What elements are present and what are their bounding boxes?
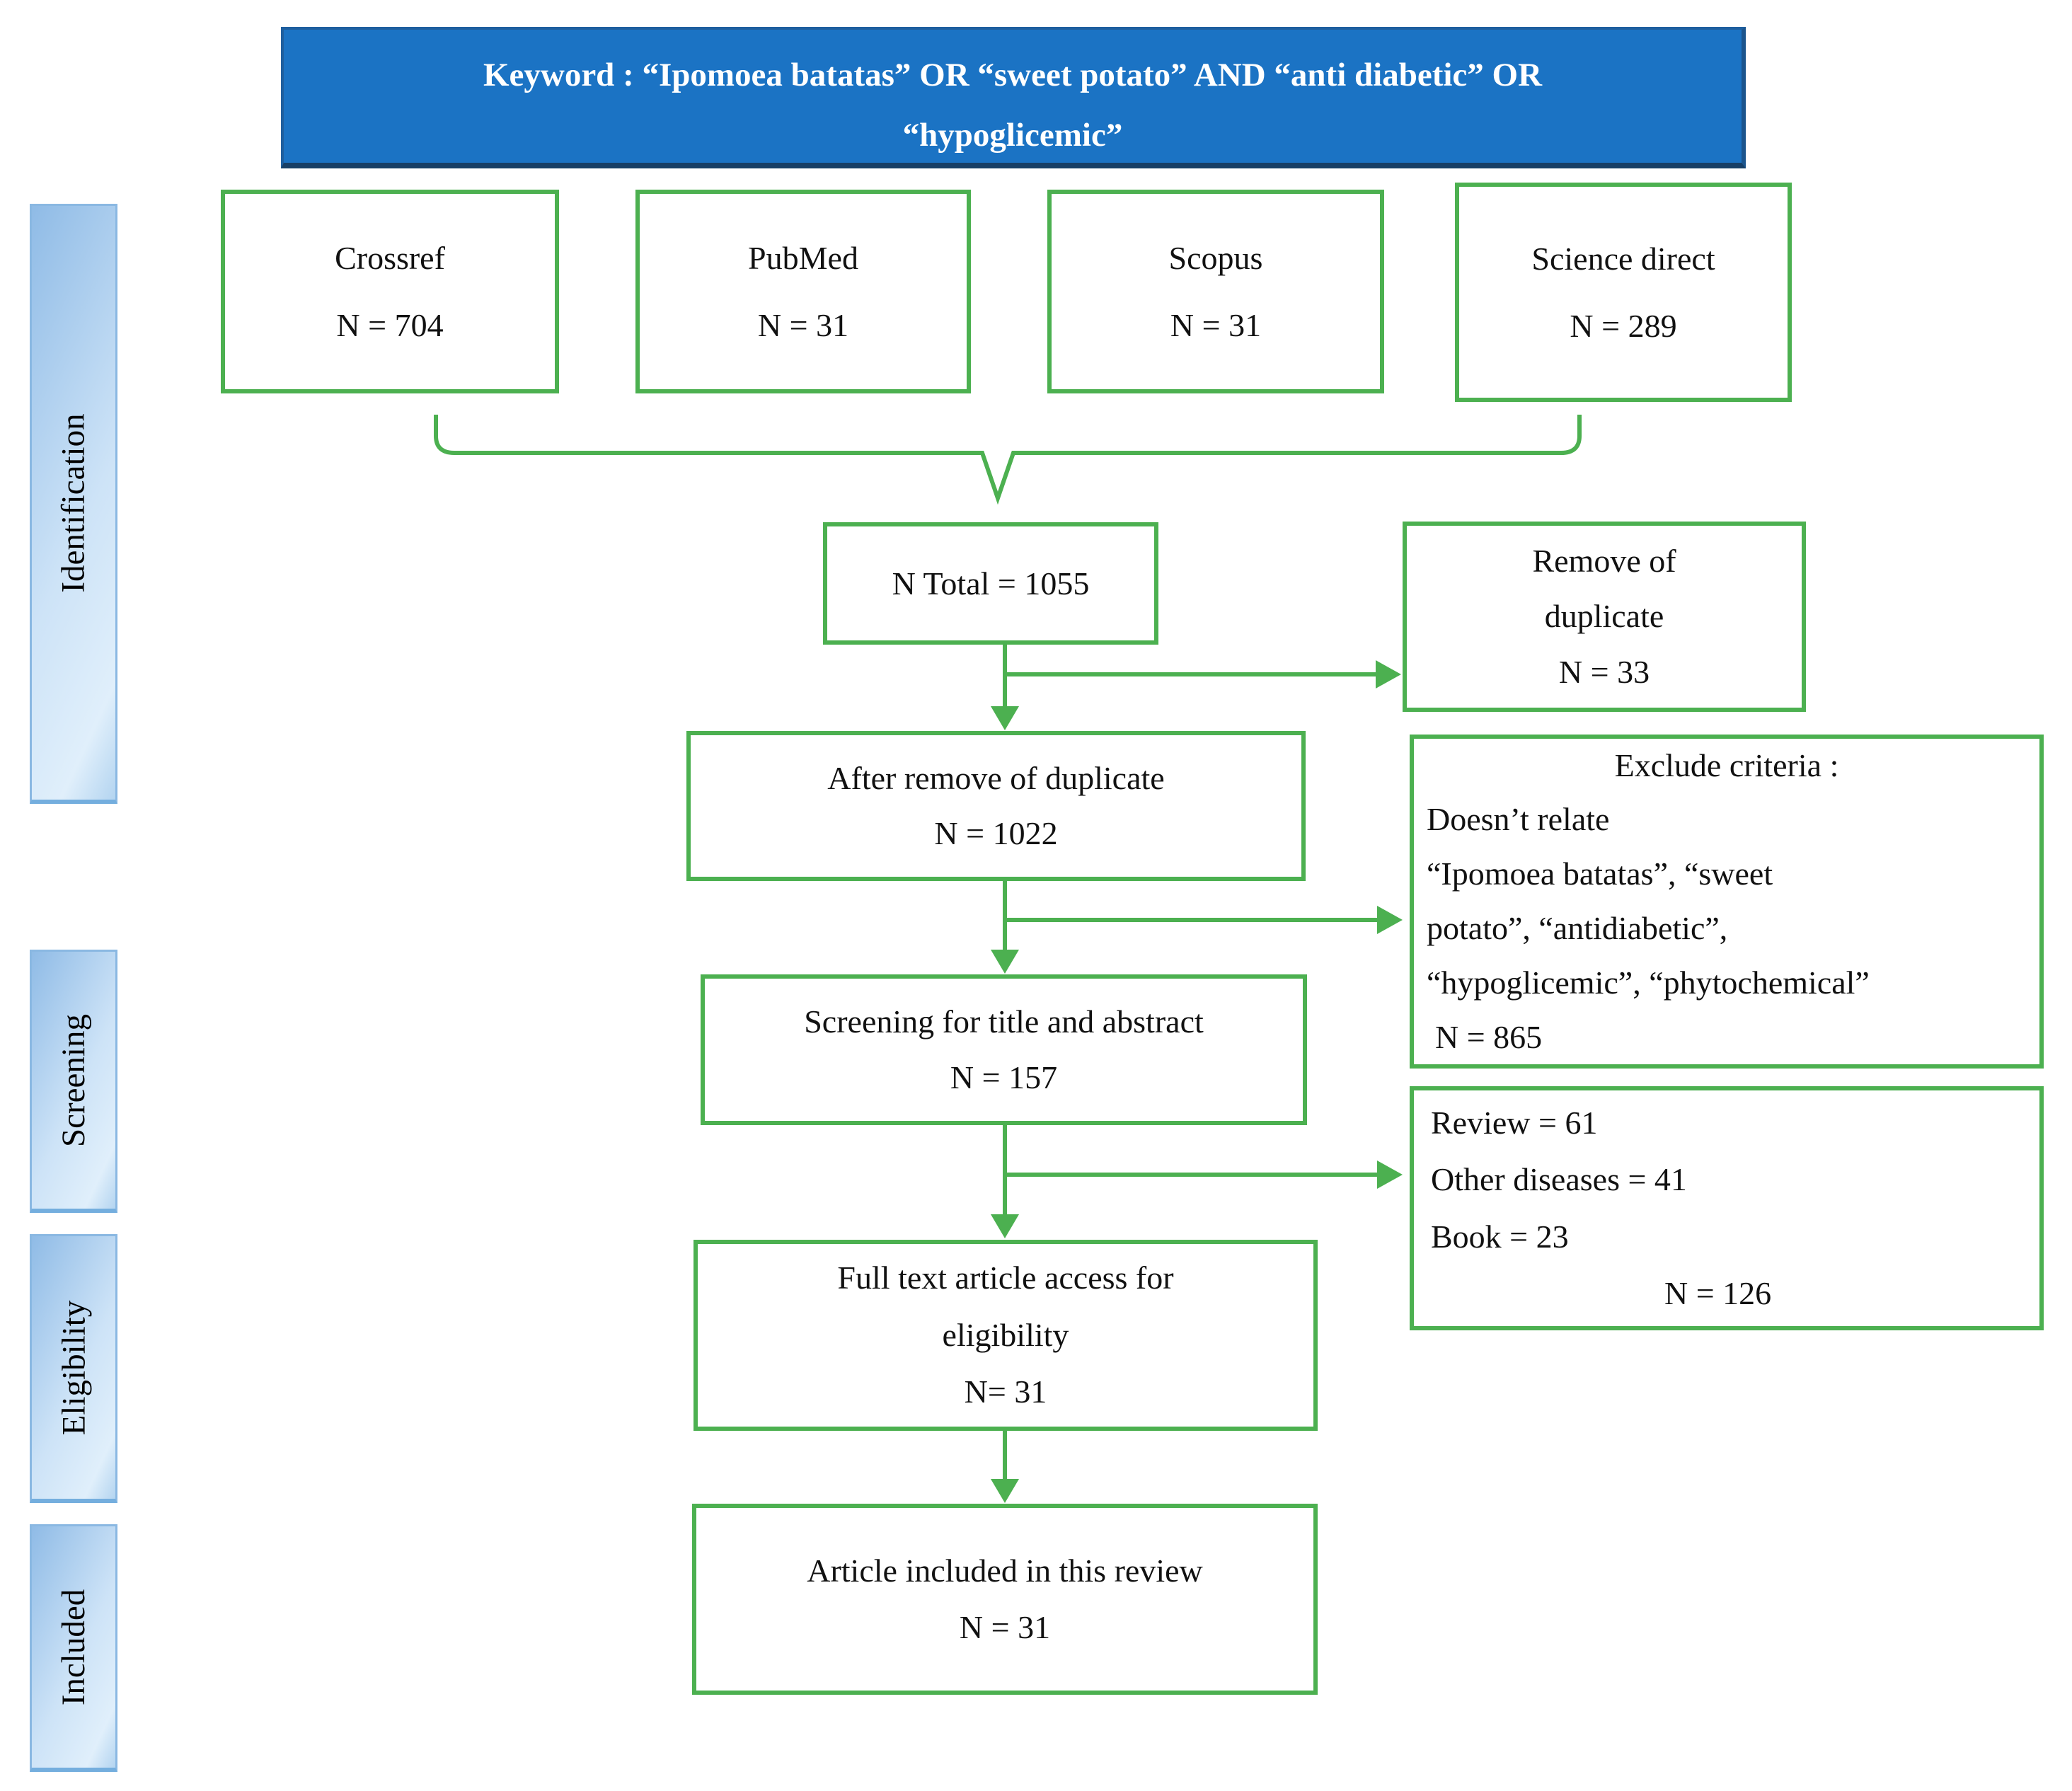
source-box-pubmed: PubMed N = 31 bbox=[635, 190, 971, 393]
remove-duplicate-line-1: Remove of bbox=[1532, 543, 1676, 580]
arrowhead-down-4 bbox=[991, 1479, 1019, 1503]
fulltext-line-1: Full text article access for bbox=[837, 1260, 1174, 1296]
arrowhead-down-1 bbox=[991, 706, 1019, 730]
exclude-criteria-box: Exclude criteria : Doesn’t relate “Ipomo… bbox=[1410, 735, 2044, 1069]
fulltext-line-2: eligibility bbox=[942, 1316, 1069, 1353]
exclude-criteria-title: Exclude criteria : bbox=[1614, 747, 1839, 783]
reasons-box: Review = 61 Other diseases = 41 Book = 2… bbox=[1410, 1086, 2044, 1330]
remove-duplicate-box: Remove of duplicate N = 33 bbox=[1403, 522, 1806, 712]
total-count: N Total = 1055 bbox=[892, 565, 1090, 601]
keyword-line-1: Keyword : “Ipomoea batatas” OR “sweet po… bbox=[483, 57, 1543, 93]
stage-screening-label: Screening bbox=[55, 1013, 92, 1147]
remove-duplicate-line-2: duplicate bbox=[1544, 598, 1664, 635]
after-duplicate-line-1: After remove of duplicate bbox=[827, 759, 1165, 796]
source-crossref-name: Crossref bbox=[335, 239, 445, 276]
stage-eligibility: Eligibility bbox=[30, 1234, 117, 1503]
source-scopus-name: Scopus bbox=[1168, 239, 1263, 276]
after-duplicate-count: N = 1022 bbox=[934, 815, 1058, 851]
source-box-scopus: Scopus N = 31 bbox=[1047, 190, 1384, 393]
source-crossref-count: N = 704 bbox=[336, 307, 444, 343]
arrowhead-down-2 bbox=[991, 950, 1019, 974]
arrowhead-right-3 bbox=[1377, 1161, 1403, 1189]
exclude-criteria-line-4: “hypoglicemic”, “phytochemical” bbox=[1427, 964, 1870, 1001]
source-sciencedirect-name: Science direct bbox=[1531, 240, 1715, 277]
reason-book: Book = 23 bbox=[1431, 1218, 1569, 1255]
included-box: Article included in this review N = 31 bbox=[692, 1504, 1318, 1695]
arrowhead-right-1 bbox=[1376, 660, 1401, 689]
screening-count: N = 157 bbox=[950, 1059, 1058, 1095]
stage-identification-label: Identification bbox=[55, 413, 92, 593]
reason-other-diseases: Other diseases = 41 bbox=[1431, 1161, 1687, 1197]
arrowhead-down-3 bbox=[991, 1214, 1019, 1238]
screening-line-1: Screening for title and abstract bbox=[804, 1003, 1204, 1040]
fulltext-count: N= 31 bbox=[964, 1374, 1047, 1410]
exclude-criteria-line-3: potato”, “antidiabetic”, bbox=[1427, 910, 1728, 946]
keyword-banner: Keyword : “Ipomoea batatas” OR “sweet po… bbox=[281, 27, 1746, 168]
stage-identification: Identification bbox=[30, 204, 117, 804]
arrowhead-right-2 bbox=[1377, 906, 1403, 934]
reason-review: Review = 61 bbox=[1431, 1104, 1598, 1141]
keyword-line-2: “hypoglicemic” bbox=[902, 116, 1123, 154]
total-box: N Total = 1055 bbox=[823, 522, 1158, 645]
included-line-1: Article included in this review bbox=[807, 1552, 1203, 1589]
stage-screening: Screening bbox=[30, 950, 117, 1213]
source-pubmed-count: N = 31 bbox=[757, 307, 849, 343]
source-box-sciencedirect: Science direct N = 289 bbox=[1455, 183, 1792, 402]
fulltext-box: Full text article access for eligibility… bbox=[693, 1240, 1318, 1431]
source-pubmed-name: PubMed bbox=[748, 239, 858, 276]
remove-duplicate-count: N = 33 bbox=[1558, 653, 1650, 690]
stage-included: Included bbox=[30, 1524, 117, 1772]
screening-box: Screening for title and abstract N = 157 bbox=[701, 974, 1307, 1125]
source-scopus-count: N = 31 bbox=[1170, 307, 1262, 343]
exclude-criteria-count: N = 865 bbox=[1435, 1018, 1543, 1055]
reasons-count: N = 126 bbox=[1664, 1275, 1772, 1311]
after-duplicate-box: After remove of duplicate N = 1022 bbox=[686, 731, 1306, 881]
included-count: N = 31 bbox=[959, 1609, 1051, 1645]
exclude-criteria-line-2: “Ipomoea batatas”, “sweet bbox=[1427, 856, 1773, 892]
stage-eligibility-label: Eligibility bbox=[55, 1300, 92, 1435]
stage-included-label: Included bbox=[55, 1589, 92, 1705]
source-box-crossref: Crossref N = 704 bbox=[221, 190, 559, 393]
merge-bracket-connector bbox=[434, 415, 1582, 505]
source-sciencedirect-count: N = 289 bbox=[1570, 308, 1677, 344]
exclude-criteria-line-1: Doesn’t relate bbox=[1427, 801, 1610, 838]
